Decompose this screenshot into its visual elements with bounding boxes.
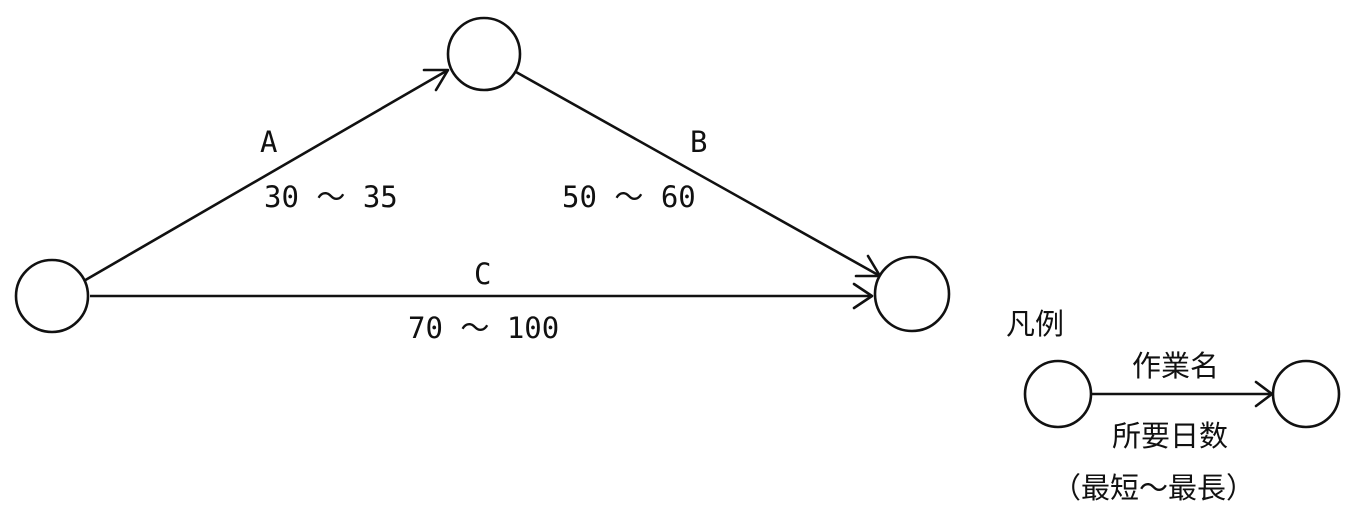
legend-node-from <box>1023 359 1093 429</box>
legend-activity-name: 作業名 <box>1132 349 1219 383</box>
activity-b-duration: 50 ～ 60 <box>562 180 696 214</box>
arrowhead-icon <box>1254 380 1274 408</box>
activity-c-duration: 70 ～ 100 <box>408 311 559 345</box>
arrowhead-icon <box>852 282 874 310</box>
legend-node-to <box>1271 359 1341 429</box>
edge-a <box>81 68 450 284</box>
legend: 凡例 作業名 所要日数 （最短～最長） <box>1006 307 1341 505</box>
event-node-middle <box>446 16 522 92</box>
activity-a-duration: 30 ～ 35 <box>264 180 398 214</box>
activity-a-name: A <box>260 125 277 159</box>
arrowhead-icon <box>422 68 450 92</box>
edge-c <box>90 282 874 310</box>
activity-b-name: B <box>690 125 707 159</box>
legend-duration: 所要日数 <box>1112 419 1228 453</box>
legend-title: 凡例 <box>1006 307 1064 341</box>
event-node-start <box>14 258 90 334</box>
event-node-end <box>873 255 951 333</box>
edge-b <box>515 70 882 278</box>
activity-c-name: C <box>474 257 491 291</box>
legend-duration-range: （最短～最長） <box>1052 471 1255 505</box>
